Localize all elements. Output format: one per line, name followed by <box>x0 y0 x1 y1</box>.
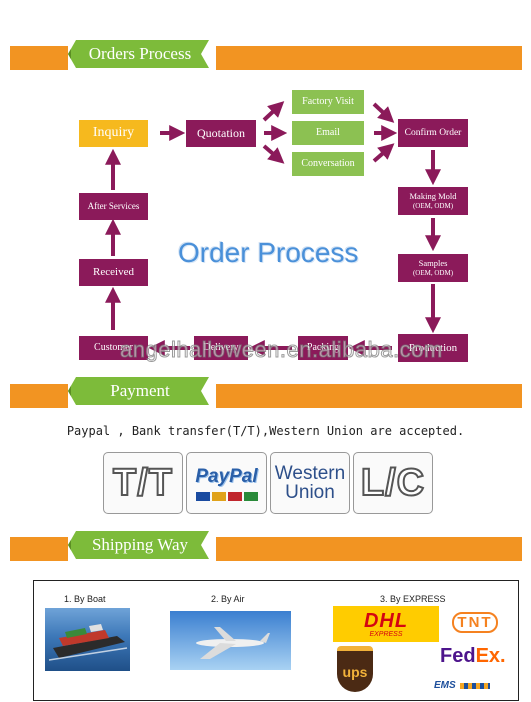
flow-node-delivery: Delivery <box>194 336 248 360</box>
ems-logo: EMS <box>434 680 490 691</box>
fedex-logo: FedEx. <box>440 646 506 666</box>
lc-logo-text: L/C <box>360 461 426 505</box>
shipping-way-header: Shipping Way <box>68 531 209 559</box>
watermark: angelhalloween.en.alibaba.com <box>120 337 443 363</box>
arrow-quotation-conversation <box>262 144 285 164</box>
orders-header-bar-right <box>216 46 522 70</box>
paypal-logo-text: PayPal <box>195 465 258 487</box>
orders-process-header: Orders Process <box>68 40 209 68</box>
flow-node-quotation: Quotation <box>186 120 256 147</box>
ups-logo-text: ups <box>342 663 368 680</box>
flow-node-after-services: After Services <box>79 193 148 220</box>
arrow-quotation-factory <box>262 101 285 122</box>
flow-node-packing: Packing <box>298 336 348 360</box>
fedex-logo-text-a: Fed <box>440 645 476 667</box>
fedex-logo-text-b: Ex. <box>475 645 506 667</box>
lc-logo: L/C <box>353 452 433 514</box>
ems-stripes-icon <box>459 682 490 689</box>
flow-arrows <box>105 101 441 356</box>
tt-logo: T/T <box>103 452 183 514</box>
plane-image <box>170 611 291 670</box>
flow-node-conversation: Conversation <box>292 152 364 176</box>
shipping-header-bar-left <box>10 537 68 561</box>
boat-image <box>45 608 130 671</box>
dhl-express-text: EXPRESS <box>369 630 403 638</box>
arrow-factory-confirm <box>372 102 395 123</box>
flow-node-production: Production <box>398 334 468 362</box>
diagram-title: Order Process <box>178 237 359 268</box>
western-union-text-1: Western <box>274 463 346 484</box>
ems-logo-text: EMS <box>434 680 456 691</box>
flow-node-customer: Customer <box>79 336 148 360</box>
western-union-text-2: Union <box>285 482 335 503</box>
payment-methods-text: Paypal , Bank transfer(T/T),Western Unio… <box>66 424 465 438</box>
western-union-logo: Western Union <box>270 452 350 514</box>
flow-node-confirm-order: Confirm Order <box>398 119 468 147</box>
payment-header: Payment <box>68 377 209 405</box>
flow-node-inquiry: Inquiry <box>79 120 148 147</box>
flow-node-samples: Samples (OEM, ODM) <box>398 254 468 282</box>
flow-node-email: Email <box>292 121 364 145</box>
payment-header-bar-right <box>216 384 522 408</box>
samples-sub: (OEM, ODM) <box>412 268 454 277</box>
tt-logo-text: T/T <box>112 461 173 505</box>
tnt-logo-text: TNT <box>452 611 498 633</box>
orders-header-bar-left <box>10 46 68 70</box>
samples-label: Samples <box>418 258 448 269</box>
ups-logo: ups <box>337 646 373 692</box>
flow-node-factory-visit: Factory Visit <box>292 90 364 114</box>
shipping-header-bar-right <box>216 537 522 561</box>
flow-node-received: Received <box>79 259 148 286</box>
arrow-conversation-confirm <box>372 143 395 163</box>
card-logos-icon <box>195 491 258 501</box>
payment-header-bar-left <box>10 384 68 408</box>
by-boat-label: 1. By Boat <box>64 594 106 604</box>
by-express-label: 3. By EXPRESS <box>380 594 446 604</box>
paypal-logo: PayPal <box>186 452 267 514</box>
making-mold-sub: (OEM, ODM) <box>412 201 454 210</box>
dhl-logo: DHL EXPRESS <box>333 606 439 642</box>
by-air-label: 2. By Air <box>211 594 245 604</box>
making-mold-label: Making Mold <box>409 191 457 202</box>
dhl-logo-text: DHL <box>363 609 409 632</box>
flow-node-making-mold: Making Mold (OEM, ODM) <box>398 187 468 215</box>
tnt-logo: TNT <box>447 611 503 633</box>
